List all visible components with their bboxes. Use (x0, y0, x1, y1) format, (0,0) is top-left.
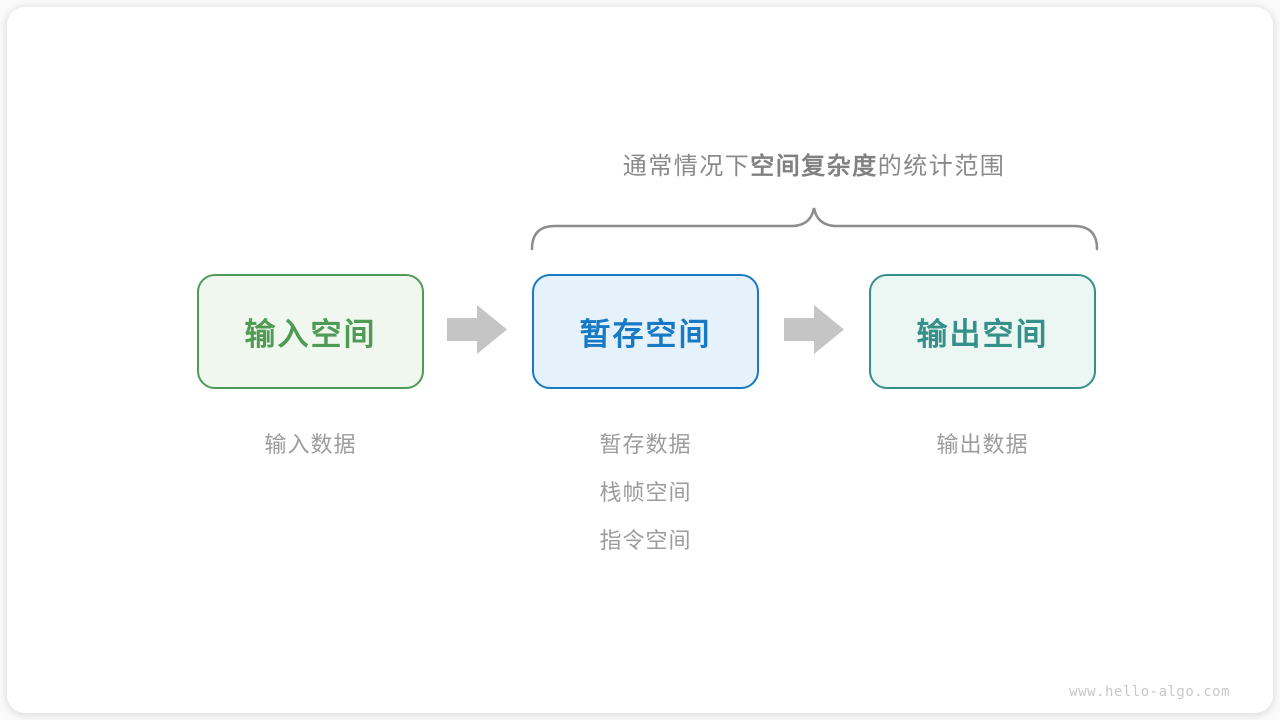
input-space-label: 输入空间 (244, 317, 377, 352)
diagram-card: 通常情况下空间复杂度的统计范围 输入空间 暂存空间 输出空间 输入数据 暂存数据… (7, 7, 1273, 713)
temp-data-caption: 暂存数据 (599, 432, 692, 457)
output-space-box: 输出空间 (869, 274, 1096, 389)
input-space-box: 输入空间 (197, 274, 424, 389)
scope-brace (530, 207, 1099, 251)
diagram-title: 通常情况下空间复杂度的统计范围 (534, 151, 1094, 183)
right-arrow-icon (447, 305, 507, 354)
instruction-space-caption: 指令空间 (599, 528, 692, 553)
right-arrow-icon (784, 305, 844, 354)
title-bold-term: 空间复杂度 (750, 153, 878, 180)
output-space-label: 输出空间 (916, 317, 1049, 352)
title-prefix: 通常情况下 (622, 153, 751, 180)
stack-frame-space-caption: 栈帧空间 (599, 480, 692, 505)
input-data-caption: 输入数据 (264, 432, 357, 457)
site-watermark: www.hello-algo.com (1069, 684, 1230, 700)
temporary-space-box: 暂存空间 (532, 274, 759, 389)
output-data-caption: 输出数据 (936, 432, 1029, 457)
title-suffix: 的统计范围 (877, 153, 1006, 180)
temporary-space-label: 暂存空间 (579, 317, 712, 352)
